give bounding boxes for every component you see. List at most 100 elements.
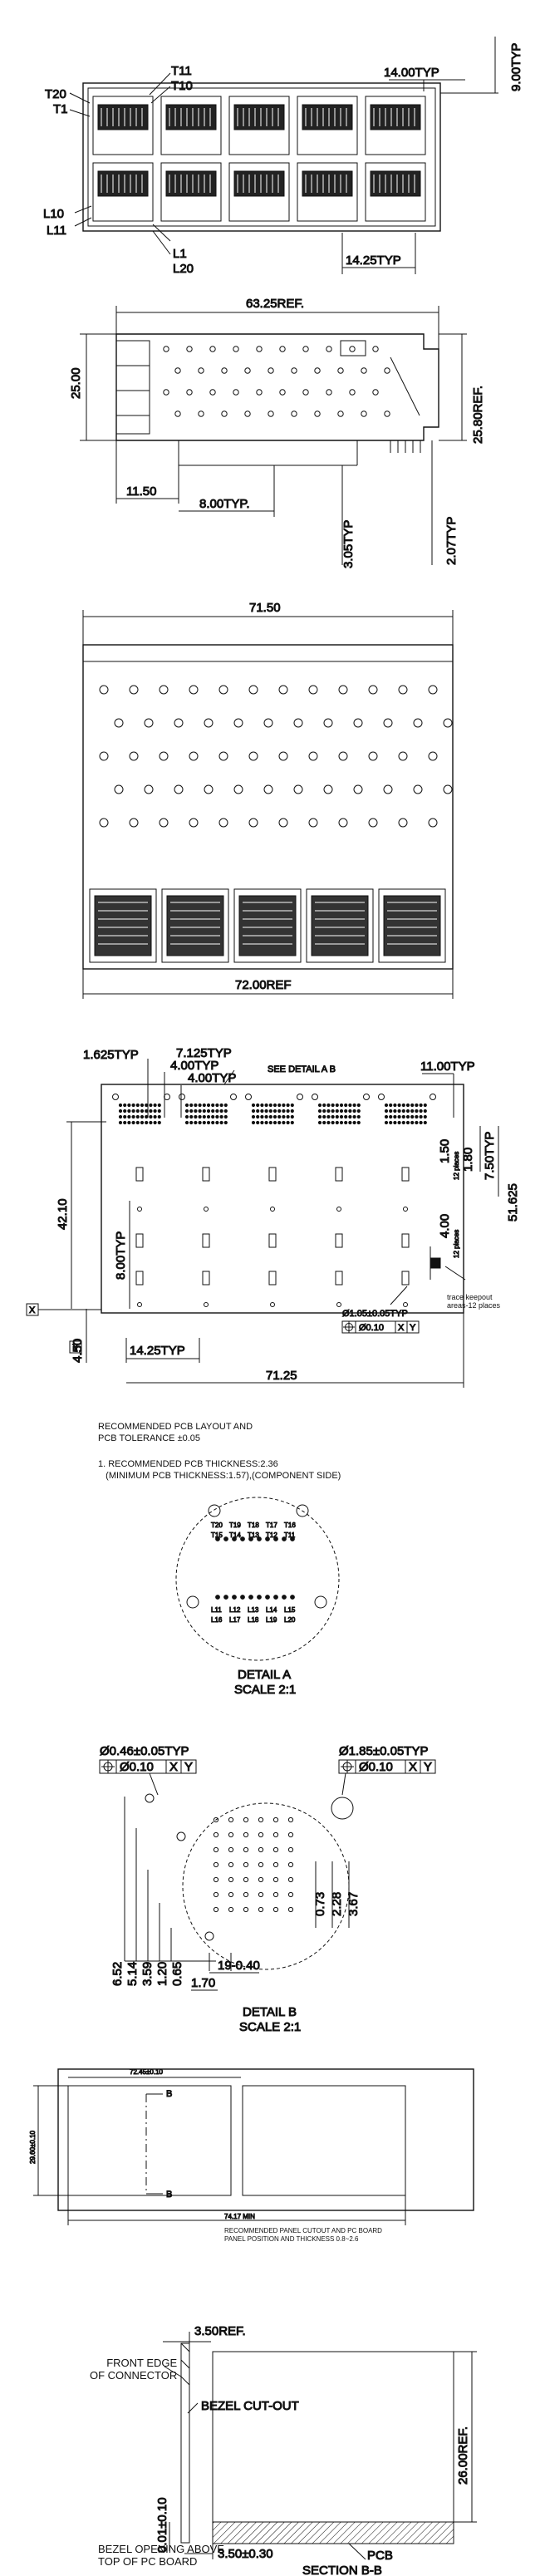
pcb-pin xyxy=(145,1109,149,1113)
detail-b-tol-large: Ø0.10 xyxy=(359,1760,393,1774)
fv-label-t11: T11 xyxy=(171,64,192,78)
side-view xyxy=(80,306,467,565)
detail-b-tol-large-frame xyxy=(338,1759,436,1774)
side-hole xyxy=(361,367,367,374)
pcb-pin xyxy=(331,1103,335,1108)
side-hole xyxy=(174,410,181,417)
pcb-dim-d10: 4.00 xyxy=(438,1214,452,1238)
top-hole xyxy=(413,718,423,728)
detail-b-tol-small-frame xyxy=(99,1759,197,1774)
pcb-pin xyxy=(123,1120,127,1125)
top-hole xyxy=(368,685,378,695)
pcb-pin xyxy=(223,1114,228,1119)
pcb-hole-spec: Ø1.05±0.05TYP xyxy=(342,1309,408,1319)
pcb-pin xyxy=(326,1109,331,1113)
top-hole xyxy=(263,784,273,794)
detail-b-pin xyxy=(258,1891,264,1898)
detail-b-pin xyxy=(228,1906,234,1913)
pcb-pin xyxy=(331,1120,335,1125)
pcb-pin xyxy=(339,1120,344,1125)
pcb-dim-d9: 1.80 xyxy=(461,1148,475,1172)
pcb-pin xyxy=(153,1114,157,1119)
pcb-dim-d10-note: 12 places xyxy=(453,1230,460,1258)
pcb-pin xyxy=(335,1120,339,1125)
detail-a-bottom-label: L15 xyxy=(284,1606,296,1614)
side-hole xyxy=(244,367,251,374)
pcb-slot xyxy=(335,1271,343,1286)
pcb-pin xyxy=(352,1114,356,1119)
sv-dim-left-offset: 11.50 xyxy=(126,484,156,499)
detail-b-pin xyxy=(272,1816,279,1823)
pcb-pin xyxy=(135,1103,140,1108)
detail-b-tol-large-y: Y xyxy=(424,1760,432,1774)
detail-b-pin xyxy=(272,1876,279,1883)
detail-a-pin xyxy=(248,1595,253,1600)
detail-b-pin xyxy=(258,1846,264,1853)
side-hole xyxy=(337,410,344,417)
pcb-pin xyxy=(260,1120,264,1125)
front-port xyxy=(160,96,222,155)
pcb-datum-y: Y xyxy=(72,1343,79,1353)
top-hole xyxy=(278,818,288,828)
detail-b-title: DETAIL B xyxy=(243,2005,297,2019)
detail-b-dim-1: 5.14 xyxy=(125,1962,140,1986)
detail-b-tol-small: Ø0.10 xyxy=(120,1760,154,1774)
detail-a-pin xyxy=(215,1595,220,1600)
fv-label-l20: L20 xyxy=(173,262,194,276)
pcb-pin xyxy=(405,1120,410,1125)
pcb-pin xyxy=(198,1114,202,1119)
detail-b-small-hole: Ø0.46±0.05TYP xyxy=(100,1744,189,1758)
sv-dim-length: 63.25REF. xyxy=(246,297,304,311)
sv-dim-height: 25.00 xyxy=(69,367,83,399)
front-port-body xyxy=(302,104,353,130)
pcb-pin xyxy=(423,1103,427,1108)
pcb-pin xyxy=(290,1103,294,1108)
detail-a-top-label: T11 xyxy=(284,1531,296,1539)
pcb-pin xyxy=(268,1109,272,1113)
top-hole xyxy=(308,685,318,695)
pcb-pin xyxy=(140,1109,145,1113)
detail-a-pin xyxy=(223,1595,228,1600)
top-hole xyxy=(189,685,199,695)
detail-b-pin xyxy=(243,1831,249,1838)
pcb-pin xyxy=(317,1120,322,1125)
side-hole xyxy=(279,389,286,396)
side-hole xyxy=(244,410,251,417)
side-hole xyxy=(198,410,204,417)
pcb-pin xyxy=(145,1114,149,1119)
pcb-pin xyxy=(401,1120,405,1125)
detail-a-scale: SCALE 2:1 xyxy=(234,1683,296,1697)
top-hole xyxy=(99,818,109,828)
pcb-pin xyxy=(348,1120,352,1125)
top-hole xyxy=(129,685,139,695)
detail-b-pin xyxy=(272,1906,279,1913)
sv-dim-pin-pitch: 8.00TYP. xyxy=(199,497,250,511)
side-hole xyxy=(256,389,263,396)
pcb-dim-height: 42.10 xyxy=(56,1198,70,1230)
panel-note: RECOMMENDED PANEL CUTOUT AND PC BOARD PA… xyxy=(224,2227,382,2243)
pcb-pin xyxy=(322,1103,326,1108)
detail-b-pin xyxy=(213,1831,219,1838)
side-hole xyxy=(268,367,274,374)
top-view-ports xyxy=(89,888,446,963)
top-hole xyxy=(218,751,228,761)
pcb-pin xyxy=(401,1109,405,1113)
pcb-pin xyxy=(286,1103,290,1108)
detail-b-pins xyxy=(213,1816,294,1913)
pcb-pin xyxy=(326,1120,331,1125)
section-dim-height: 26.00REF. xyxy=(456,2426,470,2485)
side-hole xyxy=(291,367,297,374)
top-port xyxy=(89,888,157,963)
pcb-pin xyxy=(393,1103,397,1108)
detail-a-pin xyxy=(240,1536,245,1541)
pcb-pin xyxy=(202,1120,206,1125)
detail-a-bottom-label: L12 xyxy=(229,1606,241,1614)
pcb-pin xyxy=(397,1120,401,1125)
pcb-pin xyxy=(415,1109,419,1113)
detail-b-pin xyxy=(258,1816,264,1823)
front-port-body xyxy=(233,104,285,130)
front-port-body xyxy=(165,104,217,130)
pcb-pin xyxy=(419,1120,423,1125)
top-port-body xyxy=(238,895,297,956)
pcb-pin xyxy=(149,1114,153,1119)
